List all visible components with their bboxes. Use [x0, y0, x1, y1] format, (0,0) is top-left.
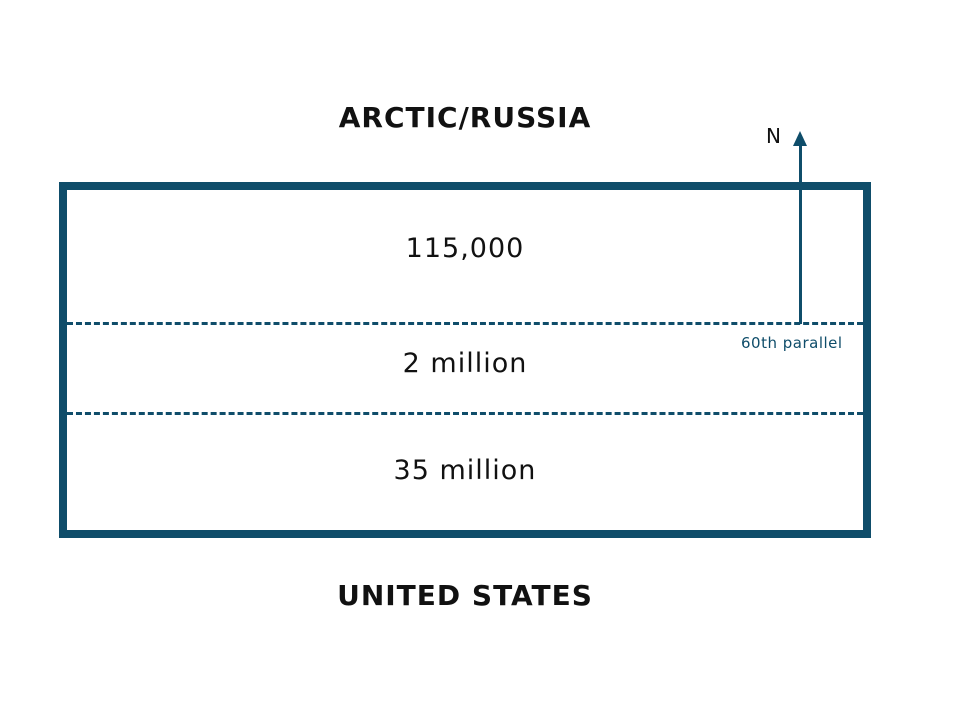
north-compass-label: N [766, 124, 781, 148]
southern-band-value: 35 million [393, 455, 537, 486]
north-region-label: ARCTIC/RUSSIA [338, 101, 592, 134]
southern-boundary-line [67, 412, 863, 415]
south-region-label: UNITED STATES [337, 579, 593, 612]
parallel-label: 60th parallel [741, 334, 843, 352]
northern-band-value: 115,000 [405, 233, 525, 264]
north-arrow-icon [799, 144, 802, 324]
middle-band-value: 2 million [402, 348, 528, 379]
north-arrow-head-icon [793, 131, 807, 146]
sixtieth-parallel-line [67, 322, 863, 325]
territory-box [59, 182, 871, 538]
